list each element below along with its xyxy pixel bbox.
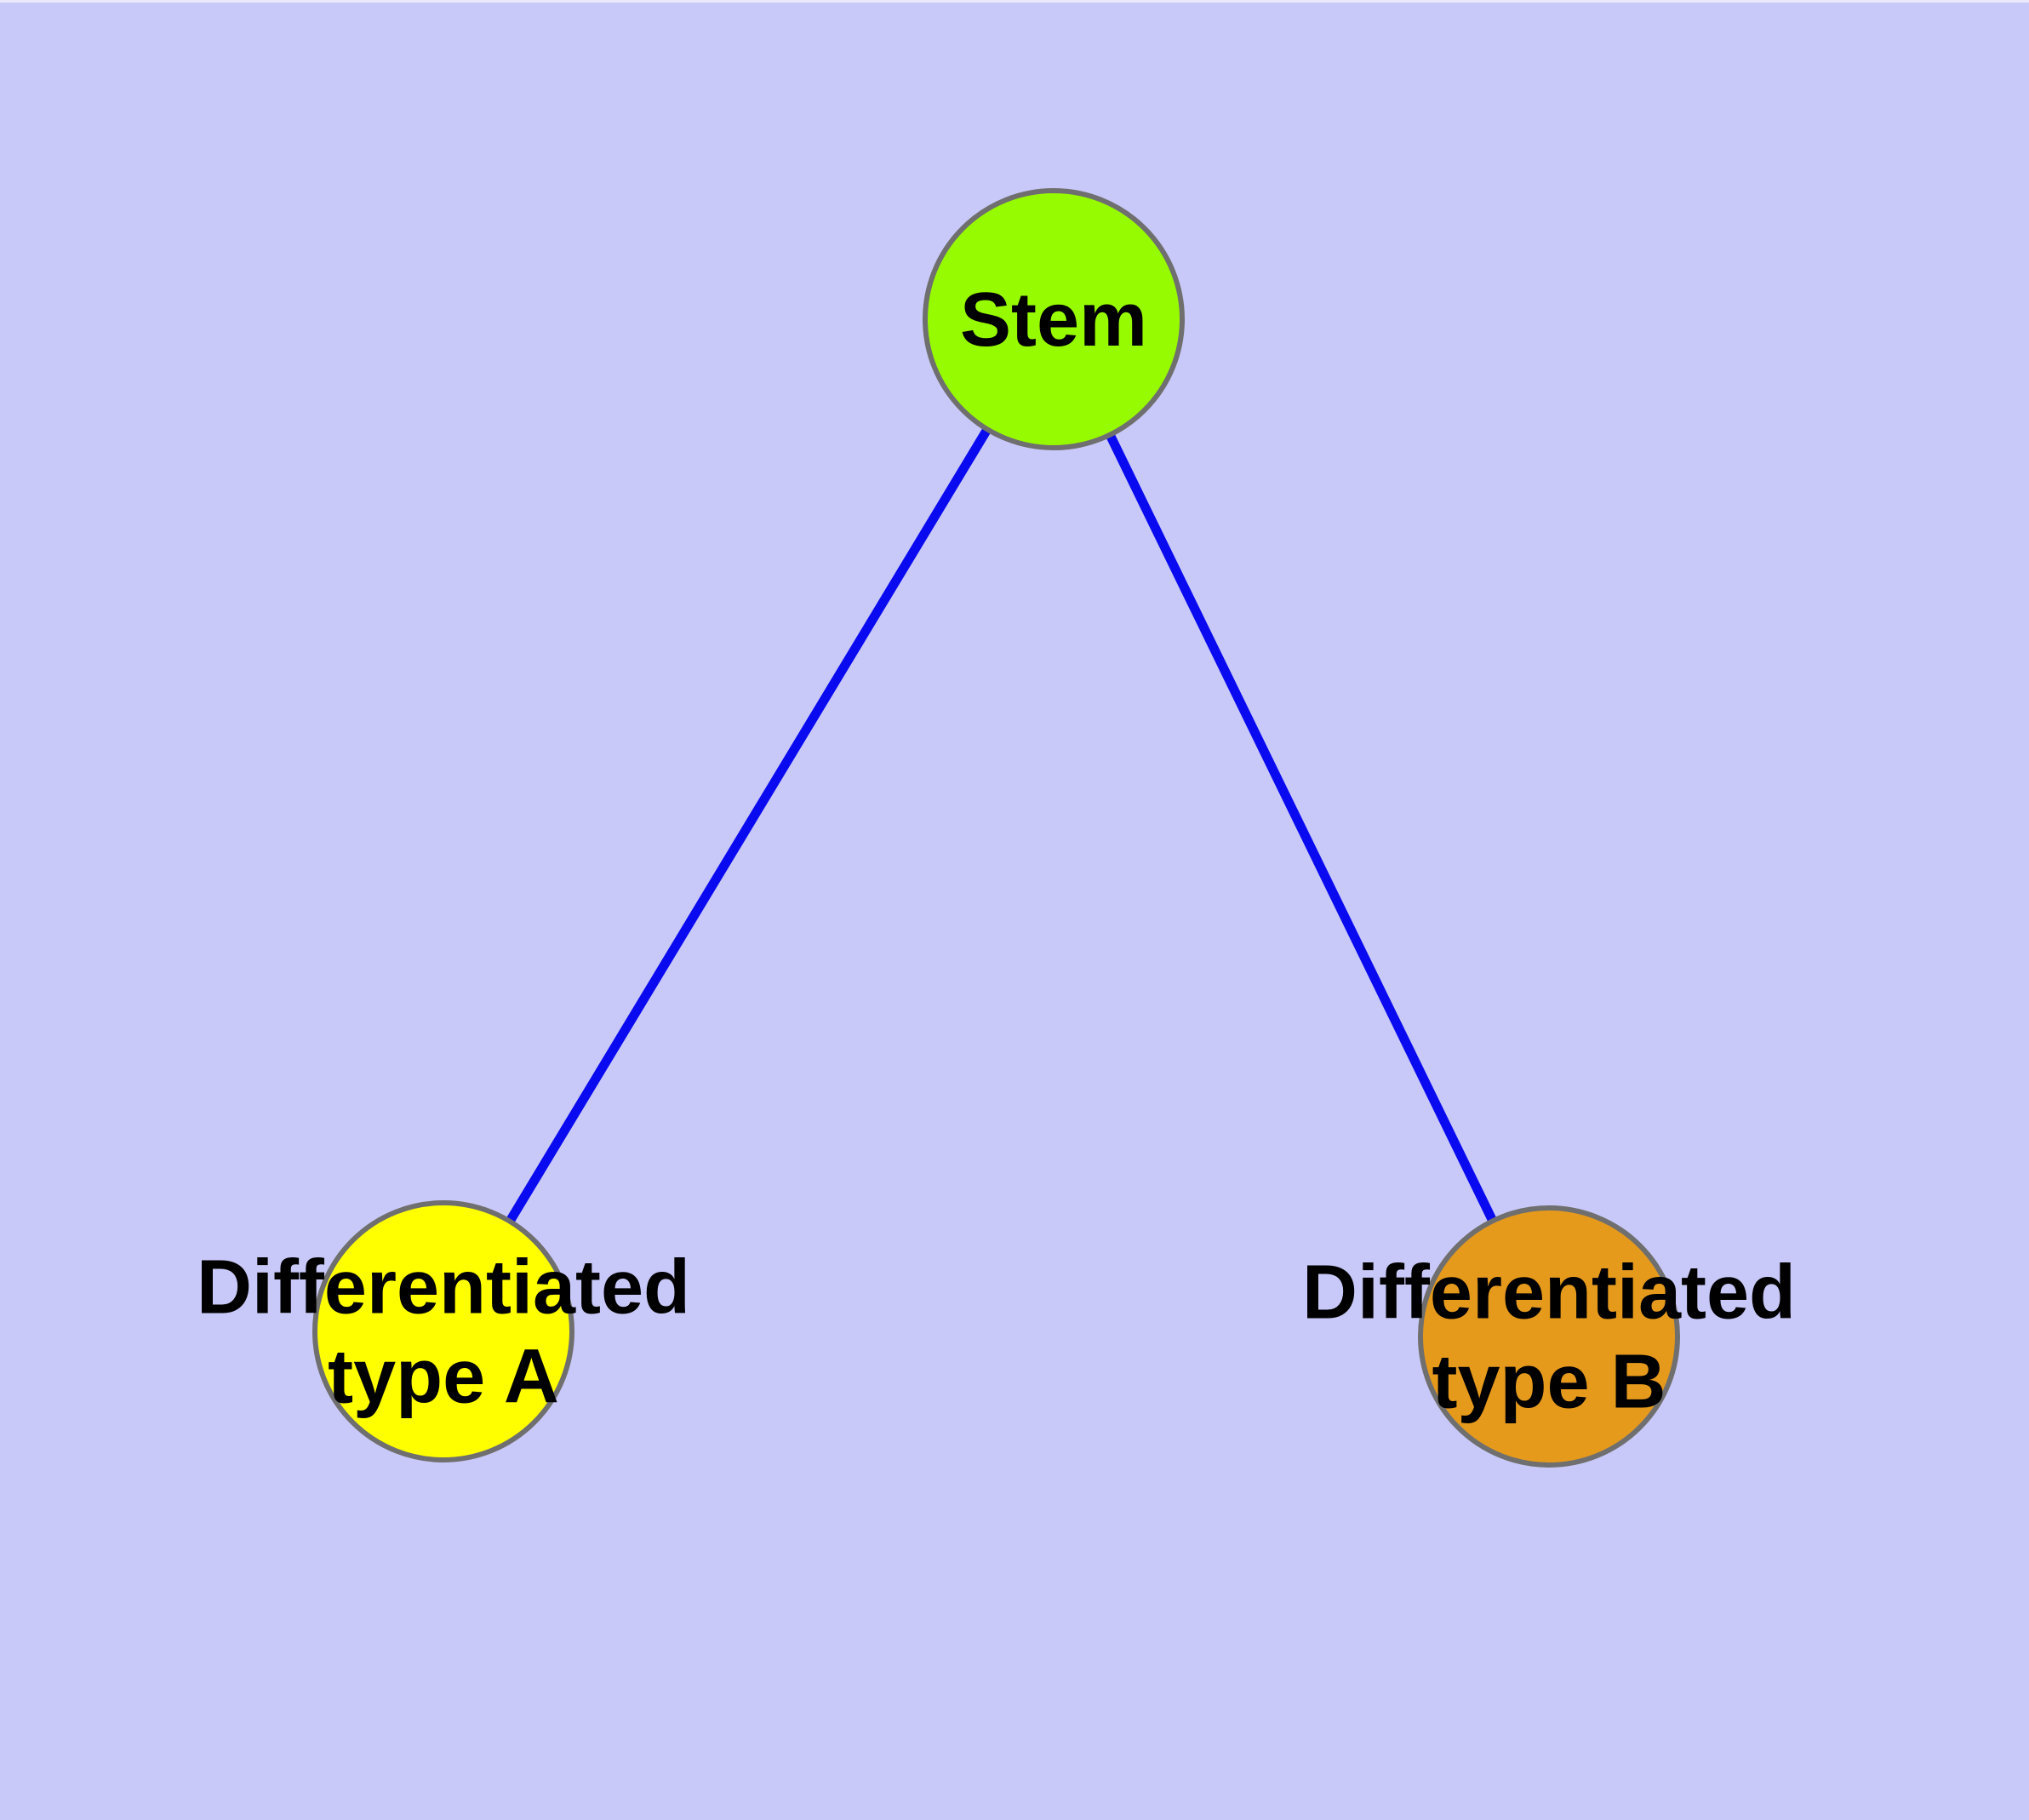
- node-label-stem: Stem: [960, 278, 1147, 363]
- node-type-b: [1418, 1205, 1680, 1468]
- node-type-a: [312, 1200, 574, 1462]
- node-stem: [923, 188, 1185, 450]
- edges-layer: [439, 317, 1553, 1339]
- edge-stem-type-a: [439, 317, 1058, 1334]
- edge-stem-type-b: [1049, 317, 1553, 1339]
- nodes-layer: [312, 188, 1680, 1468]
